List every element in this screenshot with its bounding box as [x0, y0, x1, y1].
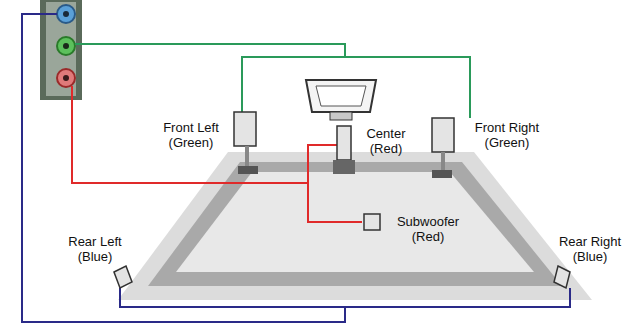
front-right-label: Front Right (Green): [462, 120, 552, 150]
front-left-speaker: [234, 112, 256, 146]
center-speaker: [337, 126, 351, 160]
rear-right-speaker: [554, 266, 570, 288]
rear-right-label: Rear Right (Blue): [546, 234, 634, 264]
front-left-stand: [245, 146, 249, 168]
green-jack-hole: [63, 43, 69, 49]
blue-wire: [22, 14, 345, 322]
monitor-screen: [316, 86, 366, 106]
blue-jack: [57, 5, 75, 23]
green-wire: [75, 44, 345, 57]
jack-panel-face: [46, 2, 76, 96]
speaker-name: Center (Red): [358, 126, 414, 156]
rear-wire: [120, 288, 570, 307]
monitor: [306, 80, 376, 112]
speaker-name: Front Right (Green): [462, 120, 552, 150]
red-wire: [72, 86, 308, 183]
speaker-name: Rear Left (Blue): [56, 234, 134, 264]
front-left-label: Front Left (Green): [150, 120, 232, 150]
front-right-speaker: [432, 118, 454, 152]
blue-jack-hole: [63, 11, 69, 17]
front-right-stand: [441, 152, 445, 172]
rear-left-speaker: [114, 266, 132, 288]
front-right-foot: [432, 170, 452, 178]
red-jack: [57, 69, 75, 87]
center-speaker-base: [333, 160, 355, 174]
rear-left-label: Rear Left (Blue): [56, 234, 134, 264]
front-wire: [242, 57, 470, 118]
speaker-name: Rear Right (Blue): [546, 234, 634, 264]
green-jack: [57, 37, 75, 55]
floor-middle: [148, 162, 562, 286]
monitor-stand: [330, 112, 352, 120]
floor-outer: [118, 152, 592, 300]
subwoofer-label: Subwoofer (Red): [386, 214, 470, 244]
subwoofer-box: [364, 214, 380, 230]
speaker-name: Front Left (Green): [150, 120, 232, 150]
center-label: Center (Red): [358, 126, 414, 156]
speaker-name: Subwoofer (Red): [386, 214, 470, 244]
red-jack-hole: [63, 75, 69, 81]
center-sub-wire: [308, 145, 362, 222]
front-left-foot: [238, 166, 258, 174]
